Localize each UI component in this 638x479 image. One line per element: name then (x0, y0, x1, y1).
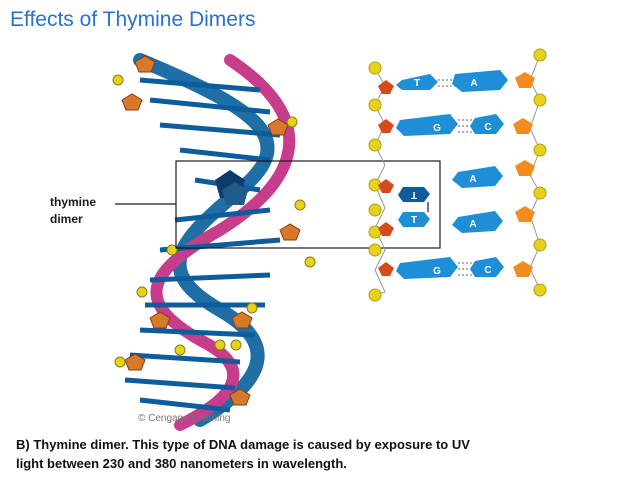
base-pair-5: G C (378, 257, 533, 279)
base-g (396, 257, 458, 279)
figure-caption: B) Thymine dimer. This type of DNA damag… (16, 435, 616, 473)
double-helix (112, 53, 316, 431)
base-t-dimer-top (398, 187, 430, 202)
sugar-right (513, 118, 533, 134)
base-label-a: A (470, 78, 477, 89)
caption-line-1: B) Thymine dimer. This type of DNA damag… (16, 437, 470, 452)
sugar-left (378, 119, 394, 133)
helix-backbone-pink (150, 54, 296, 431)
sugar-left (378, 179, 394, 193)
sugar-right (515, 206, 535, 222)
caption-line-2: light between 230 and 380 nanometers in … (16, 456, 347, 471)
base-pair-1: T A (378, 70, 535, 94)
base-label-a: A (469, 174, 476, 185)
base-label-c: C (484, 122, 491, 133)
base-c (470, 114, 504, 134)
base-label-c: C (484, 265, 491, 276)
base-pair-2: G C (378, 114, 533, 136)
helix-phosphates (112, 74, 316, 368)
base-label-g: G (433, 123, 441, 134)
helix-rungs (124, 77, 281, 413)
slide-title: Effects of Thymine Dimers (10, 8, 256, 31)
base-pair-3: T A (378, 160, 535, 202)
base-label-t: T (411, 215, 417, 226)
right-phosphates (533, 48, 547, 297)
base-label-a: A (469, 219, 476, 230)
copyright-credit: © Cengage Learning (138, 413, 231, 424)
base-a (452, 70, 508, 92)
sugar-right (515, 72, 535, 88)
base-g (396, 114, 458, 136)
sugar-right (513, 261, 533, 277)
base-label-g: G (433, 266, 441, 277)
sugar-left (378, 222, 394, 236)
base-label-t-inverted: T (411, 189, 417, 200)
base-c (470, 257, 504, 277)
base-pair-4: T A (378, 202, 535, 236)
sugar-right (515, 160, 535, 176)
sugar-left (378, 262, 394, 276)
base-t (396, 74, 438, 90)
thymine-dimer-helix-site (215, 170, 248, 205)
sugar-left (378, 80, 394, 94)
schematic-strand: T A G C T A (368, 48, 547, 302)
base-t-dimer-bottom (398, 212, 430, 227)
base-a-unpaired (452, 166, 503, 188)
base-a-unpaired (452, 211, 503, 233)
base-label-t: T (414, 78, 420, 89)
label-line-1: thymine (50, 195, 97, 209)
helix-backbone-blue (133, 53, 275, 427)
helix-sugars (121, 55, 301, 406)
left-phosphates (368, 61, 382, 302)
label-line-2: dimer (50, 212, 83, 226)
thymine-dimer-label: thymine dimer (50, 194, 96, 228)
